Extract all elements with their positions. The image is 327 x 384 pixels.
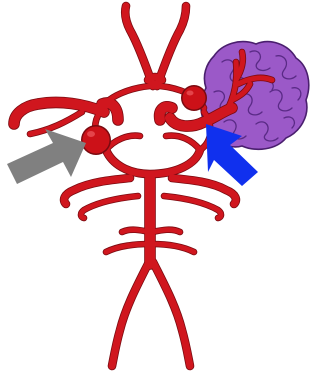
vertebral-artery-right xyxy=(153,262,190,366)
superior-cerebellar-artery-left xyxy=(81,196,138,218)
anterior-communicating-artery xyxy=(148,77,162,80)
aica-left xyxy=(106,244,150,252)
anterior-cerebral-artery-right xyxy=(157,6,186,86)
aica-right xyxy=(152,244,194,252)
right-aneurysm xyxy=(181,85,207,111)
pontine-branch-right xyxy=(152,230,180,232)
superior-cerebellar-artery-right xyxy=(164,196,221,218)
gray-arrow xyxy=(7,129,86,184)
vertebral-artery-left xyxy=(112,262,149,366)
posterior-arc-upper-right xyxy=(166,136,200,150)
left-aneurysm xyxy=(81,125,111,155)
pontine-branch-left xyxy=(122,230,150,232)
posterior-arc-upper xyxy=(106,136,140,150)
